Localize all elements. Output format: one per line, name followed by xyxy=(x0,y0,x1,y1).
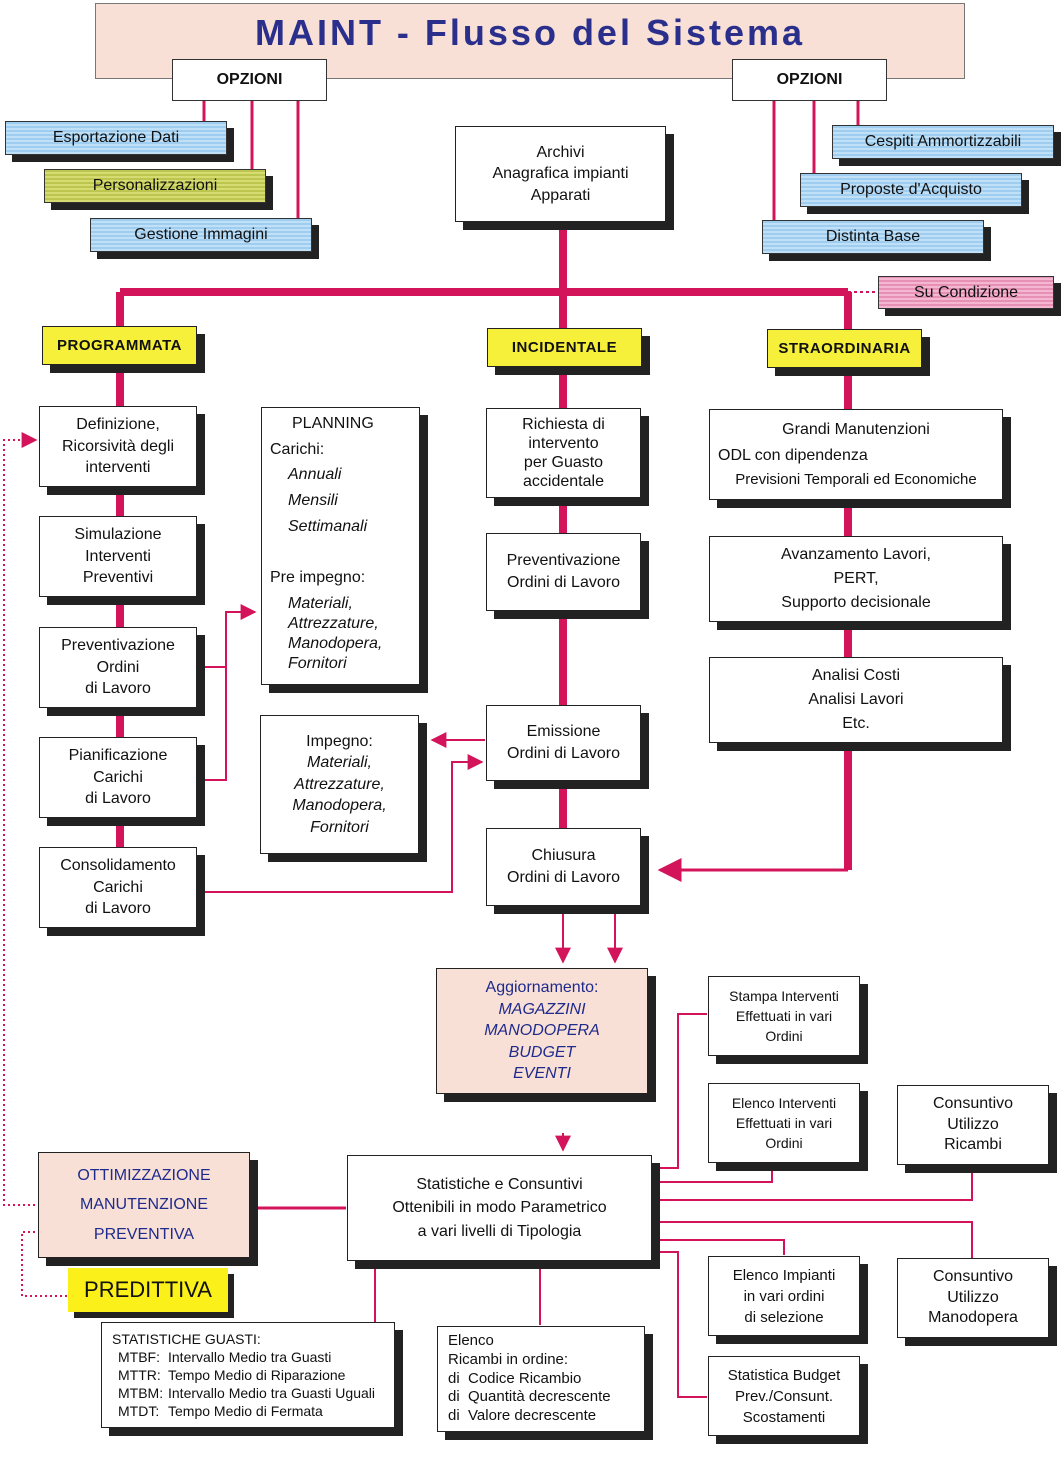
option-gestione-immagini: Gestione Immagini xyxy=(90,218,312,252)
step-grandi-manutenzioni: Grandi Manutenzioni ODL con dipendenza P… xyxy=(709,409,1003,500)
options-right-label: OPZIONI xyxy=(776,71,843,88)
planning-box: PLANNING Carichi: Annuali Mensili Settim… xyxy=(261,407,420,685)
category-programmata: PROGRAMMATA xyxy=(42,326,197,365)
category-incidentale: INCIDENTALE xyxy=(487,328,642,367)
page-title: MAINT - Flusso del Sistema xyxy=(254,12,806,53)
step-avanzamento-lavori: Avanzamento Lavori,PERT,Supporto decisio… xyxy=(709,536,1003,622)
su-condizione-tag: Su Condizione xyxy=(878,276,1054,309)
option-cespiti-ammortizzabili: Cespiti Ammortizzabili xyxy=(832,125,1054,159)
aggiornamento-box: Aggiornamento: MAGAZZINI MANODOPERA BUDG… xyxy=(436,968,648,1094)
planning-pre-impegno-label: Pre impegno: xyxy=(270,569,366,586)
impegno-box: Impegno: Materiali, Attrezzature, Manodo… xyxy=(260,715,419,854)
category-straordinaria: STRAORDINARIA xyxy=(767,329,922,368)
statistiche-guasti-box: STATISTICHE GUASTI: MTBF:Intervallo Medi… xyxy=(101,1322,395,1428)
option-proposte-acquisto: Proposte d'Acquisto xyxy=(800,173,1022,207)
option-esportazione-dati: Esportazione Dati xyxy=(5,121,227,155)
options-right-box: OPZIONI xyxy=(732,59,887,101)
options-left-box: OPZIONI xyxy=(172,59,327,101)
elenco-ricambi-box: Elenco Ricambi in ordine: di Codice Rica… xyxy=(437,1326,645,1432)
option-distinta-base: Distinta Base xyxy=(762,220,984,254)
predittiva-tag: PREDITTIVA xyxy=(68,1268,228,1312)
planning-carichi-label: Carichi: xyxy=(270,441,325,458)
option-personalizzazioni: Personalizzazioni xyxy=(44,169,266,203)
ottimizzazione-box: OTTIMIZZAZIONE MANUTENZIONE PREVENTIVA xyxy=(38,1152,250,1258)
planning-title: PLANNING xyxy=(292,415,374,432)
options-left-label: OPZIONI xyxy=(216,71,283,88)
